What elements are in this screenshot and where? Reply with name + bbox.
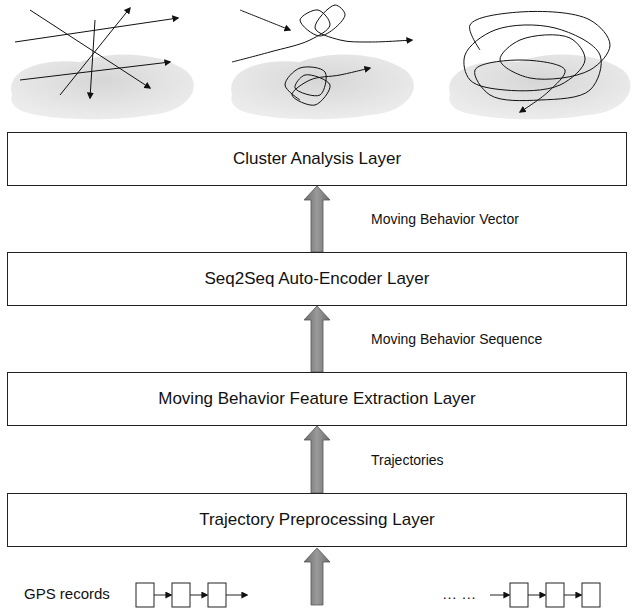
trajectory-cloud	[11, 54, 630, 119]
flow-arrow	[304, 306, 330, 372]
layer-box: Seq2Seq Auto-Encoder Layer	[7, 252, 627, 306]
flow-arrow	[304, 186, 330, 252]
annotation-label: … …	[440, 585, 478, 602]
layer-name: Seq2Seq Auto-Encoder Layer	[205, 269, 430, 289]
gps-record-chain	[136, 583, 600, 607]
edge-label: Moving Behavior Sequence	[369, 331, 544, 347]
layer-name: Trajectory Preprocessing Layer	[199, 510, 435, 530]
layer-box: Cluster Analysis Layer	[7, 132, 627, 186]
layer-name: Moving Behavior Feature Extraction Layer	[158, 389, 476, 409]
layer-name: Cluster Analysis Layer	[233, 149, 401, 169]
annotation-label: GPS records	[22, 585, 112, 602]
trajectory-path	[15, 5, 610, 112]
input-arrow	[304, 548, 330, 605]
layer-box: Trajectory Preprocessing Layer	[7, 493, 627, 547]
flow-arrow	[304, 426, 330, 493]
layer-box: Moving Behavior Feature Extraction Layer	[7, 372, 627, 426]
edge-label: Moving Behavior Vector	[369, 211, 521, 227]
edge-label: Trajectories	[369, 452, 446, 468]
